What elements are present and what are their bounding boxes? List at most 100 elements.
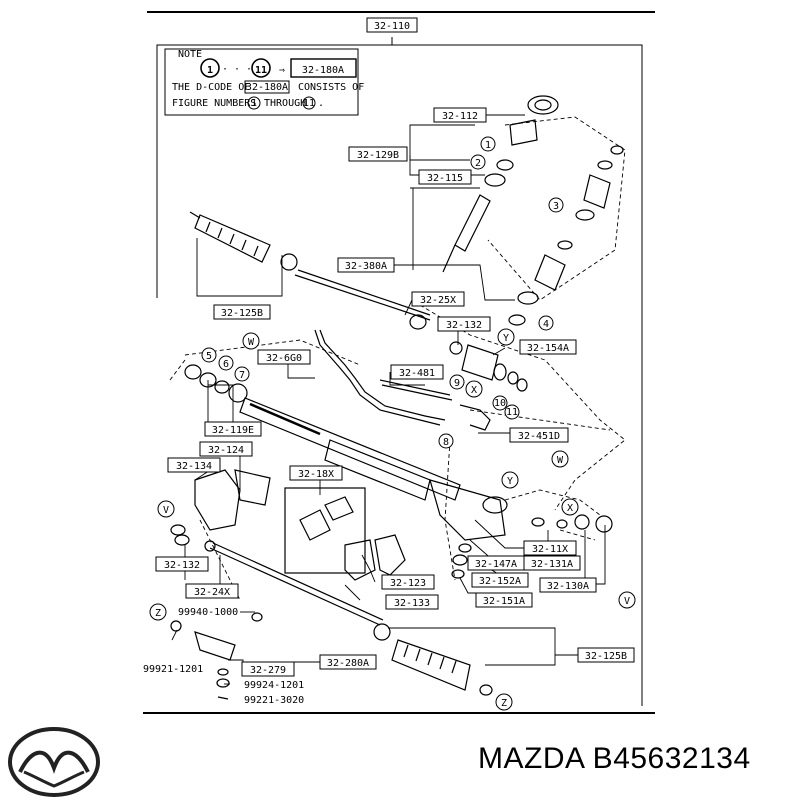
svg-text:THE D-CODE OF: THE D-CODE OF bbox=[172, 82, 250, 93]
svg-text:11: 11 bbox=[255, 65, 267, 76]
callout-letter-z-bottom: Z bbox=[495, 693, 513, 711]
label-32-18x: 32-18X bbox=[289, 465, 343, 481]
callout-circle-9: 9 bbox=[449, 374, 465, 390]
callout-circle-6: 6 bbox=[218, 355, 234, 371]
svg-text:V: V bbox=[163, 505, 169, 516]
svg-text:32-115: 32-115 bbox=[427, 173, 463, 184]
label-32-125b-upper: 32-125B bbox=[213, 304, 271, 320]
mazda-logo bbox=[8, 727, 100, 797]
svg-text:32-124: 32-124 bbox=[208, 445, 244, 456]
callout-circle-8: 8 bbox=[438, 433, 454, 449]
callout-letter-w-lower: W bbox=[551, 450, 569, 468]
svg-text:· · ·: · · · bbox=[222, 64, 252, 75]
svg-text:32-18X: 32-18X bbox=[298, 469, 334, 480]
svg-text:32-279: 32-279 bbox=[250, 665, 286, 676]
svg-text:32-123: 32-123 bbox=[390, 578, 426, 589]
svg-text:Z: Z bbox=[501, 698, 507, 709]
svg-text:32-6G0: 32-6G0 bbox=[266, 353, 302, 364]
callout-circle-11: 11 bbox=[504, 404, 520, 420]
svg-text:Y: Y bbox=[507, 476, 513, 487]
label-32-129b: 32-129B bbox=[348, 146, 408, 162]
label-32-481: 32-481 bbox=[390, 364, 444, 380]
code-99924-1201: 99924-1201 bbox=[244, 680, 304, 691]
svg-text:32-131A: 32-131A bbox=[531, 559, 573, 570]
svg-text:32-110: 32-110 bbox=[374, 21, 410, 32]
svg-text:32-152A: 32-152A bbox=[479, 576, 521, 587]
label-32-124: 32-124 bbox=[199, 441, 253, 457]
svg-text:32-451D: 32-451D bbox=[518, 431, 560, 442]
label-32-133: 32-133 bbox=[385, 594, 439, 610]
diagram-frame bbox=[143, 11, 655, 714]
svg-text:32-119E: 32-119E bbox=[212, 425, 254, 436]
label-32-119e: 32-119E bbox=[204, 421, 262, 437]
label-32-132-upper: 32-132 bbox=[437, 316, 491, 332]
callout-circle-1: 1 bbox=[480, 136, 496, 152]
svg-text:32-180A: 32-180A bbox=[302, 65, 344, 76]
label-32-132-lower: 32-132 bbox=[155, 556, 209, 572]
svg-text:32-134: 32-134 bbox=[176, 461, 212, 472]
label-32-154a: 32-154A bbox=[519, 339, 577, 355]
svg-text:32-280A: 32-280A bbox=[327, 658, 369, 669]
header-code-label: 32-110 bbox=[366, 17, 418, 33]
callout-letter-v-left: V bbox=[157, 500, 175, 518]
label-32-115: 32-115 bbox=[418, 169, 472, 185]
label-32-112: 32-112 bbox=[433, 107, 487, 123]
callout-circle-4: 4 bbox=[538, 315, 554, 331]
code-99940-1000: 99940-1000 bbox=[178, 607, 238, 618]
svg-text:2: 2 bbox=[475, 158, 481, 169]
svg-text:W: W bbox=[557, 455, 564, 466]
label-32-130a: 32-130A bbox=[539, 577, 597, 593]
svg-text:32-147A: 32-147A bbox=[475, 559, 517, 570]
callout-circle-7: 7 bbox=[234, 366, 250, 382]
svg-text:32-25X: 32-25X bbox=[420, 295, 456, 306]
svg-text:32-130A: 32-130A bbox=[547, 581, 589, 592]
code-99221-3020: 99221-3020 bbox=[244, 695, 304, 706]
dashed-outlines bbox=[169, 116, 626, 601]
svg-text:32-11X: 32-11X bbox=[532, 544, 568, 555]
callout-circle-3: 3 bbox=[548, 197, 564, 213]
label-32-380a: 32-380A bbox=[337, 257, 395, 273]
callout-letter-x-lower: X bbox=[561, 498, 579, 516]
svg-text:32-180A: 32-180A bbox=[246, 82, 288, 93]
svg-text:X: X bbox=[567, 503, 573, 514]
note-box: NOTE 1 · · · 11 ⇒ 32-180A THE D-CODE OF … bbox=[164, 48, 364, 116]
label-32-152a: 32-152A bbox=[471, 572, 529, 588]
label-32-11x: 32-11X bbox=[523, 540, 577, 556]
svg-text:9: 9 bbox=[454, 378, 460, 389]
note-title: NOTE bbox=[178, 49, 202, 60]
callout-circle-10: 10 bbox=[492, 395, 508, 411]
label-32-279: 32-279 bbox=[241, 661, 295, 677]
svg-text:8: 8 bbox=[443, 437, 449, 448]
svg-text:.: . bbox=[318, 98, 324, 109]
svg-text:32-151A: 32-151A bbox=[483, 596, 525, 607]
label-32-131a: 32-131A bbox=[523, 555, 581, 571]
svg-text:32-154A: 32-154A bbox=[527, 343, 569, 354]
svg-text:X: X bbox=[471, 385, 477, 396]
label-32-134: 32-134 bbox=[167, 457, 221, 473]
label-32-280a: 32-280A bbox=[319, 654, 377, 670]
label-32-25x: 32-25X bbox=[411, 291, 465, 307]
label-32-151a: 32-151A bbox=[475, 592, 533, 608]
part-code-labels: 32-112 32-129B 32-115 32-380A 32-125B 32… bbox=[155, 107, 635, 677]
svg-text:32-125B: 32-125B bbox=[221, 308, 263, 319]
svg-text:32-133: 32-133 bbox=[394, 598, 430, 609]
svg-text:32-481: 32-481 bbox=[399, 368, 435, 379]
svg-text:32-125B: 32-125B bbox=[585, 651, 627, 662]
svg-text:7: 7 bbox=[239, 370, 245, 381]
callout-letter-z-left: Z bbox=[149, 603, 167, 621]
hardware-codes: 99940-1000 99921-1201 99924-1201 99221-3… bbox=[143, 607, 304, 706]
callout-letter-y-upper: Y bbox=[497, 328, 515, 346]
callout-letter-v-right: V bbox=[618, 591, 636, 609]
callout-circle-2: 2 bbox=[470, 154, 486, 170]
label-32-451d: 32-451D bbox=[509, 427, 569, 443]
svg-text:W: W bbox=[248, 337, 255, 348]
svg-text:11: 11 bbox=[303, 98, 315, 109]
label-32-6g0: 32-6G0 bbox=[257, 349, 311, 365]
svg-text:4: 4 bbox=[543, 319, 549, 330]
svg-text:32-24X: 32-24X bbox=[194, 587, 230, 598]
label-32-147a: 32-147A bbox=[467, 555, 525, 571]
callout-letter-x-upper: X bbox=[465, 380, 483, 398]
svg-text:32-132: 32-132 bbox=[164, 560, 200, 571]
svg-text:1: 1 bbox=[207, 65, 213, 76]
